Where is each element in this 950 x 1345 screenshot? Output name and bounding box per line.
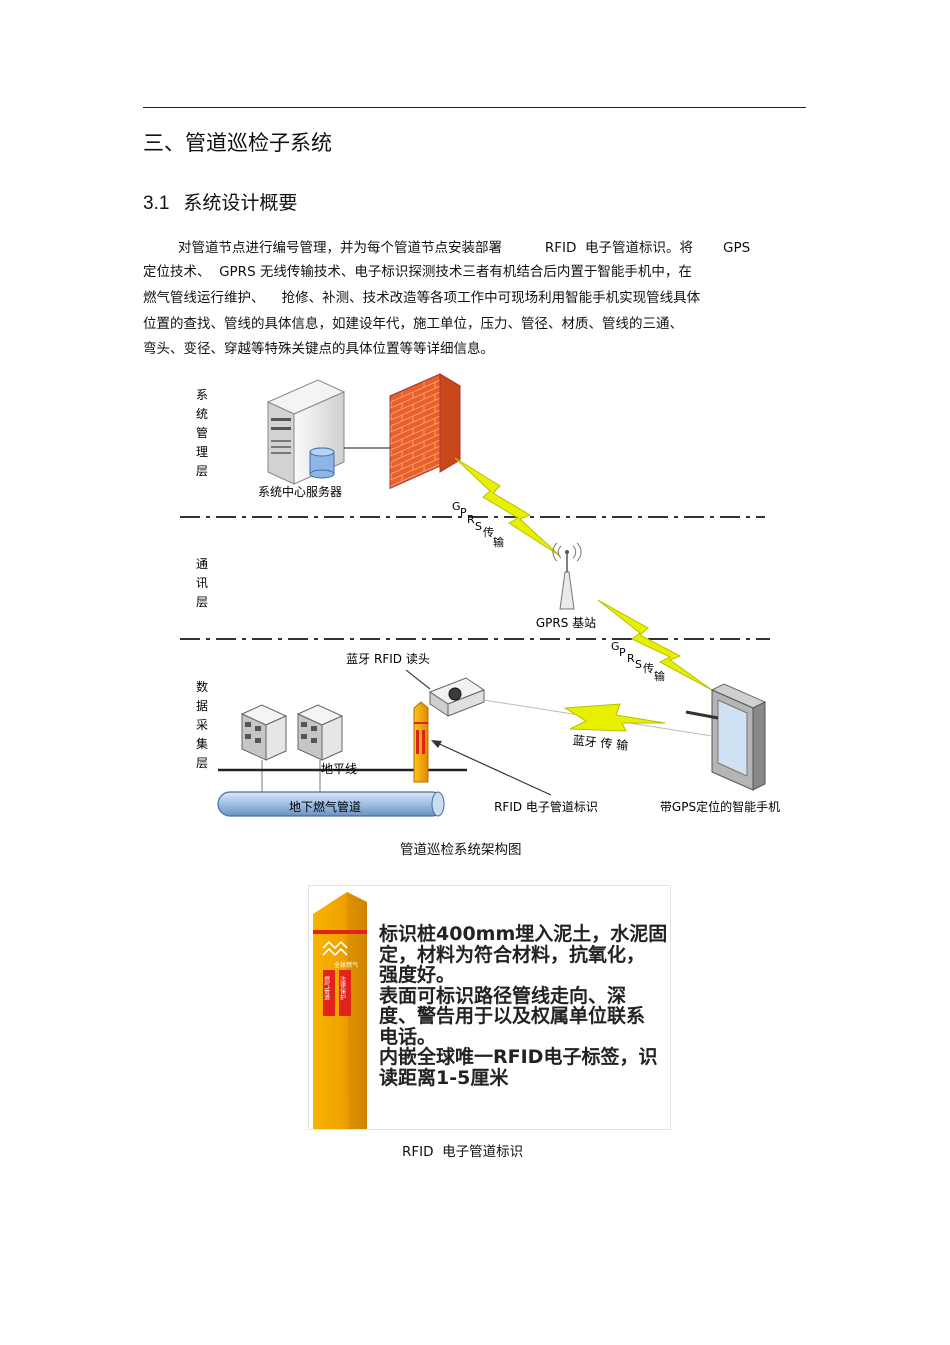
layer-char: 据 [196, 699, 208, 713]
pipe-label: 地下燃气管道 [289, 799, 361, 814]
link-char: 输 [654, 669, 665, 683]
link-char: 传 [483, 526, 494, 539]
layer-char: 层 [196, 595, 208, 609]
description-line: 电话。 [379, 1025, 437, 1048]
description-line: 度、警告用于以及权属单位联系 [379, 1005, 646, 1027]
layer-char: 数 [196, 679, 208, 694]
description-line: 定，材料为符合材料，抗氧化， [379, 943, 646, 966]
gprs-link-1-label: G P R S 传 输 [452, 500, 504, 549]
paragraph-line: 定位技术、 GPRS 无线传输技术、电子标识探测技术三者有机结合后内置于智能手机… [143, 264, 692, 280]
layer-char: 管 [196, 425, 208, 440]
link-char: 输 [493, 535, 504, 549]
subsection-heading: 3.1 系统设计概要 [143, 188, 297, 215]
marker-post-icon [413, 701, 429, 783]
phone-label: 带GPS定位的智能手机 [660, 799, 780, 814]
layer-char: 系 [196, 388, 208, 402]
layer-char: 层 [196, 756, 208, 770]
photo-caption: RFID 电子管道标识 [402, 1144, 524, 1160]
marker-post-icon: 全球燃气 燃气管道 法律保护 [313, 892, 367, 1129]
link-char: R [467, 513, 475, 526]
projector-reader-icon [428, 677, 486, 717]
layer-char: 采 [196, 718, 208, 732]
link-char: G [452, 500, 461, 513]
diagram-caption: 管道巡检系统架构图 [400, 842, 522, 858]
layer-char: 通 [196, 557, 208, 571]
layer-char: 理 [196, 445, 208, 459]
post-brand: 全球燃气 [334, 961, 358, 969]
lightning-icon [563, 703, 666, 732]
lightning-icon [454, 457, 561, 557]
link-char: R [627, 652, 635, 665]
server-icon [266, 379, 346, 485]
reader-pointer [405, 669, 431, 690]
server-label: 系统中心服务器 [258, 484, 342, 499]
paragraph-line: 弯头、变径、穿越等特殊关键点的具体位置等等详细信息。 [143, 341, 494, 357]
architecture-diagram: 系 统 管 理 层 通 讯 层 数 据 采 集 层 系统中心服务器 [180, 373, 780, 817]
description-line: 读距离1-5厘米 [379, 1066, 509, 1089]
marker-photo: 全球燃气 燃气管道 法律保护 标识桩400mm埋入泥土，水泥固 定，材料为符合材… [308, 885, 671, 1130]
layer-char: 讯 [196, 576, 208, 590]
base-station-label: GPRS 基站 [536, 616, 596, 630]
description-line: 强度好。 [379, 964, 456, 986]
building-icon [240, 704, 288, 761]
pipe-icon [217, 791, 445, 817]
management-layer-label: 系 统 管 理 层 [196, 388, 208, 478]
subsection-number: 3.1 [143, 193, 170, 214]
marker-pointer [434, 741, 552, 796]
arrow-head [431, 740, 442, 748]
marker-label: RFID 电子管道标识 [494, 799, 598, 814]
building-icon [296, 704, 344, 761]
link-char: G [611, 640, 620, 653]
layer-char: 统 [196, 407, 208, 421]
subsection-title: 系统设计概要 [183, 192, 298, 214]
description-line: 标识桩400mm埋入泥土，水泥固 [379, 923, 668, 945]
reader-label: 蓝牙 RFID 读头 [346, 652, 430, 666]
post-text: 法律保护 [339, 975, 346, 1001]
paragraph-line: 燃气管线运行维护、 抢修、补测、技术改造等各项工作中可现场利用智能手机实现管线具… [143, 290, 701, 306]
paragraph-line: 对管道节点进行编号管理，并为每个管道节点安装部署 RFID 电子管道标识。将 G… [178, 240, 751, 256]
bluetooth-label: 蓝牙 传 输 [572, 732, 629, 753]
section-title: 三、管道巡检子系统 [143, 131, 332, 155]
link-char: P [460, 506, 467, 519]
gprs-link-2-label: G P R S 传 输 [611, 640, 665, 683]
horizon-label: 地平线 [321, 762, 357, 776]
layer-char: 集 [196, 736, 208, 751]
link-char: S [635, 658, 642, 671]
tablet-icon [685, 683, 767, 791]
layer-char: 层 [196, 464, 208, 478]
post-text: 燃气管道 [323, 975, 330, 1001]
data-layer-label: 数 据 采 集 层 [196, 679, 208, 770]
header-rule [143, 107, 806, 108]
link-char: P [619, 646, 626, 659]
paragraph-line: 位置的查找、管线的具体信息，如建设年代，施工单位，压力、管径、材质、管线的三通、 [143, 316, 683, 332]
description-line: 内嵌全球唯一RFID电子标签，识 [379, 1046, 658, 1068]
firewall-icon [388, 373, 462, 490]
description-line: 表面可标识路径管线走向、深 [379, 984, 627, 1007]
link-char: S [475, 520, 482, 533]
antenna-icon [552, 542, 582, 610]
link-char: 传 [643, 662, 654, 675]
photo-description: 标识桩400mm埋入泥土，水泥固 定，材料为符合材料，抗氧化， 强度好。 表面可… [379, 924, 669, 1088]
communication-layer-label: 通 讯 层 [196, 557, 208, 609]
